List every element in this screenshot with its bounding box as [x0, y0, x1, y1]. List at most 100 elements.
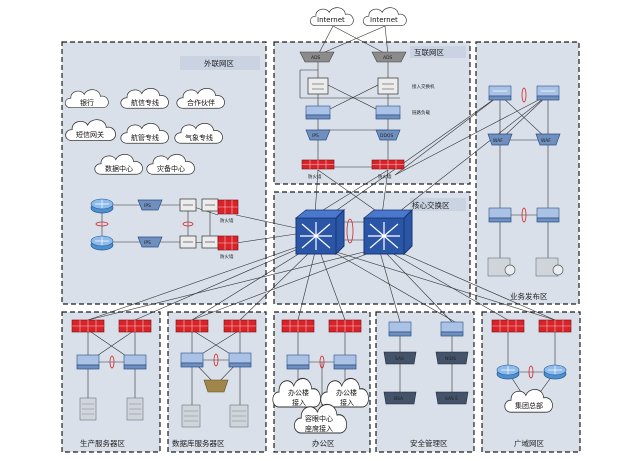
production-switch-2	[123, 354, 147, 370]
nids-label: NIDS	[445, 356, 456, 362]
database-server-1	[181, 404, 201, 428]
sas-device: SAS	[383, 351, 417, 365]
nids-device: NIDS	[435, 351, 469, 365]
wan-firewall-1	[491, 319, 525, 333]
zone-production: 生产服务器区	[61, 311, 161, 453]
firewall-internet-2	[371, 159, 405, 170]
zone-production-label: 生产服务器区	[80, 438, 125, 448]
cloud-weather-line: 气象专线	[174, 122, 223, 144]
cloud-partner: 合作伙伴	[176, 87, 225, 109]
business-server-1	[487, 257, 516, 277]
ads-label-2: ADS	[383, 55, 393, 61]
wan-cloud-hq-label: 集团总部	[515, 401, 543, 410]
zone-internet-label: 互联网区	[414, 48, 444, 57]
business-server-2	[535, 257, 564, 277]
external-router-2	[90, 235, 114, 251]
sas-e-device: SAS E	[435, 391, 469, 405]
sas-e-label: SAS E	[445, 396, 458, 402]
production-firewall-1	[71, 319, 105, 333]
office-cloud-2-line1: 办公楼	[336, 388, 357, 397]
firewall-internet-1	[301, 159, 335, 170]
external-ips-1: IPS	[137, 199, 163, 211]
internet-cloud-1: Internet	[309, 7, 354, 27]
ads-device-1: ADS	[299, 51, 335, 63]
database-firewall-2	[223, 319, 257, 333]
waf-label-2: WAF	[541, 138, 551, 144]
ads-label-1: ADS	[311, 55, 321, 61]
zone-external-label: 外联网区	[204, 58, 234, 68]
external-switch-1	[179, 198, 197, 212]
zone-wan-label: 广域网区	[514, 438, 544, 448]
firewall-internet-label-1: 防火墙	[308, 173, 322, 180]
internet-cloud-2-label: Internet	[370, 16, 398, 24]
bsa-device: BSA	[383, 391, 417, 405]
office-switch-1	[286, 354, 310, 370]
cloud-sms-gateway-label: 短信网关	[76, 130, 104, 139]
external-firewall-1	[217, 199, 239, 215]
external-clouds: 银行 航信专线 合作伙伴 短信网关 航管专线 气象专线 数据中心 灾备中心	[64, 87, 225, 175]
database-switch-2	[228, 352, 252, 368]
cloud-disaster-recovery-label: 灾备中心	[157, 164, 185, 173]
wan-router-1	[496, 364, 520, 380]
cloud-airline-line: 航信专线	[120, 87, 169, 109]
cloud-partner-label: 合作伙伴	[187, 98, 215, 107]
cloud-data-center: 数据中心	[94, 153, 143, 175]
cloud-sms-gateway: 短信网关	[65, 119, 116, 141]
cloud-data-center-label: 数据中心	[105, 164, 133, 173]
cloud-disaster-recovery: 灾备中心	[146, 153, 195, 175]
link-rings	[95, 87, 534, 379]
core-switch-1	[294, 208, 345, 256]
production-server-2	[126, 397, 144, 421]
production-server-1	[79, 397, 97, 421]
bsa-label: BSA	[394, 396, 404, 402]
wan-cloud-hq: 集团总部	[504, 388, 553, 413]
business-switch-3	[488, 207, 512, 223]
office-switch-2	[333, 354, 357, 370]
ads-device-2: ADS	[371, 51, 407, 63]
database-storage	[203, 379, 229, 393]
cloud-atc-line: 航管专线	[120, 122, 169, 144]
internet-cloud-2: Internet	[362, 7, 407, 27]
waf-device-2: WAF	[535, 133, 561, 146]
database-server-2	[229, 404, 249, 428]
external-switch-3	[179, 235, 197, 249]
waf-device-1: WAF	[487, 133, 513, 146]
office-cloud-1-line2: 接入	[292, 398, 306, 407]
load-balancer-2	[375, 105, 401, 120]
wan-firewall-2	[538, 319, 572, 333]
external-switch-2	[201, 198, 219, 212]
external-firewall-label-2: 防火墙	[220, 253, 234, 260]
sas-label: SAS	[395, 356, 404, 362]
production-firewall-2	[118, 319, 152, 333]
office-cloud-1-line1: 办公楼	[288, 388, 309, 397]
external-router-1	[90, 198, 114, 214]
zone-office-label: 办公区	[312, 438, 335, 448]
cloud-atc-line-label: 航管专线	[131, 133, 159, 142]
ddos-device: DDOS	[375, 129, 401, 141]
business-switch-1	[488, 85, 512, 101]
office-cloud-2: 办公楼 接入	[320, 377, 370, 408]
office-firewall-2	[328, 319, 362, 333]
business-switch-2	[536, 85, 560, 101]
load-balancer-label: 链路负载	[412, 109, 430, 116]
core-switch-2	[362, 208, 413, 256]
office-cloud-3-line1: 容眼中心	[305, 414, 333, 423]
cloud-bank-label: 银行	[80, 98, 94, 107]
office-cloud-2-line2: 接入	[340, 398, 354, 407]
access-switch-label: 接入交换机	[412, 83, 435, 90]
external-switch-4	[201, 235, 219, 249]
external-ips-label-2: IPS	[144, 240, 151, 246]
office-cloud-3-line2: 座席接入	[305, 424, 333, 433]
access-switch-2	[377, 77, 399, 95]
business-switch-4	[536, 207, 560, 223]
access-switch-1	[307, 77, 329, 95]
waf-label-1: WAF	[493, 138, 503, 144]
ips-label-1: IPS	[312, 133, 319, 139]
external-ips-2: IPS	[137, 236, 163, 248]
internet-cloud-1-label: Internet	[317, 16, 345, 24]
zone-database-label: 数据库服务器区	[172, 438, 225, 448]
external-ips-label-1: IPS	[144, 203, 151, 209]
database-firewall-1	[175, 319, 209, 333]
